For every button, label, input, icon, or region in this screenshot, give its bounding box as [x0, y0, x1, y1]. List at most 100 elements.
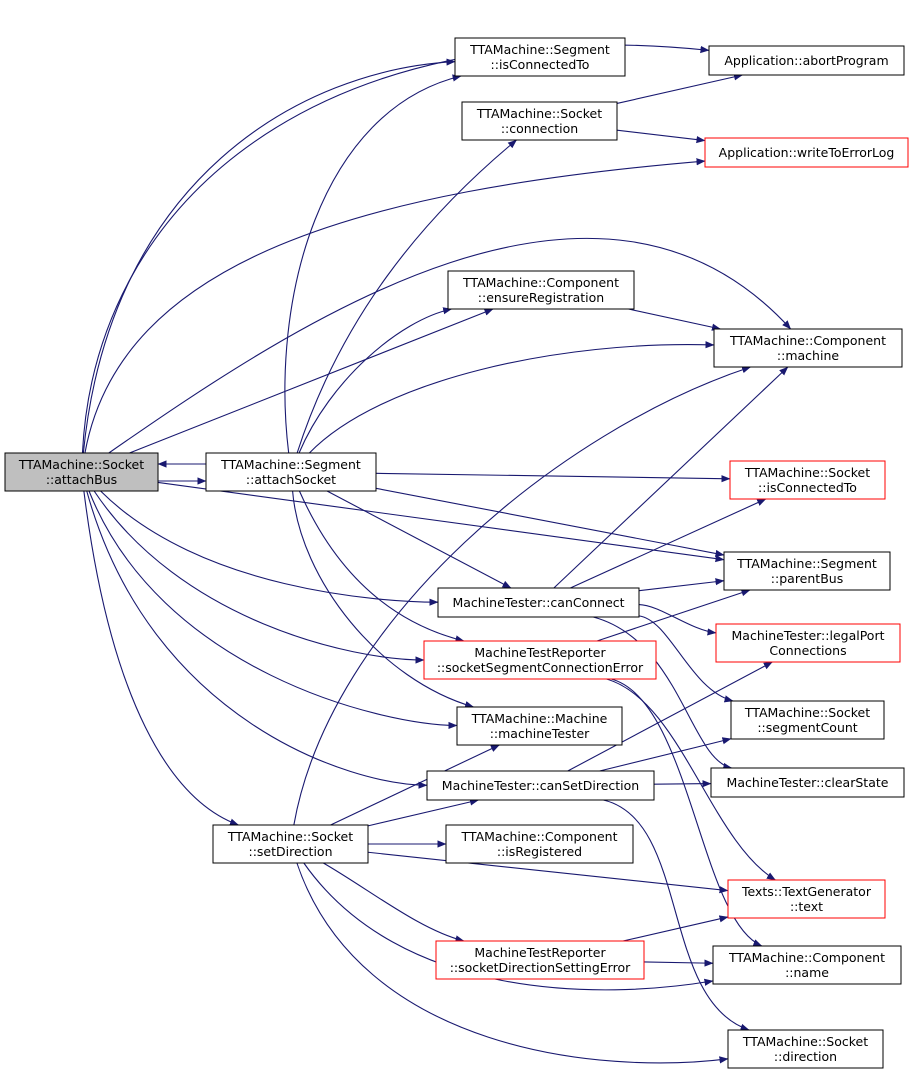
node-label-line: TTAMachine::Socket: [227, 829, 353, 844]
edge-setDirection-to-machineTester: [330, 744, 500, 826]
node-canSetDirection[interactable]: MachineTester::canSetDirection: [426, 770, 655, 801]
node-label-line: ::direction: [774, 1049, 837, 1064]
edge-arrow: [303, 862, 714, 991]
node-label-line: ::text: [790, 899, 823, 914]
edge-setDirection-to-textGen: [367, 851, 729, 894]
edge-arrow: [616, 73, 743, 104]
edge-canConnect-to-machine: [553, 366, 789, 589]
node-writeToErrorLog[interactable]: Application::writeToErrorLog: [704, 137, 909, 168]
edge-arrow: [296, 862, 729, 1064]
node-label-line: ::socketDirectionSettingError: [450, 960, 631, 975]
node-box: [712, 945, 902, 985]
edge-attachBus-to-segConnError: [93, 490, 425, 664]
node-segIsConnectedTo[interactable]: TTAMachine::Segment::isConnectedTo: [454, 37, 626, 77]
node-label-line: MachineTester::clearState: [727, 775, 889, 790]
node-label-line: TTAMachine::Socket: [18, 457, 144, 472]
edge-setDirection-to-machine: [293, 366, 751, 826]
node-label-line: MachineTester::legalPort: [732, 628, 885, 643]
node-machineTester[interactable]: TTAMachine::Machine::machineTester: [456, 706, 623, 746]
edge-arrow: [108, 237, 792, 454]
edge-arrow: [367, 798, 479, 827]
edge-arrow: [638, 604, 717, 636]
node-box: [435, 940, 645, 980]
edge-attachSocket-to-machineTester: [292, 490, 475, 709]
edge-arrow: [330, 744, 500, 826]
edge-arrow: [298, 307, 453, 454]
node-segConnError[interactable]: MachineTestReporter::socketSegmentConnec…: [423, 640, 657, 680]
edge-arrow: [100, 490, 439, 606]
edge-arrow: [570, 498, 767, 589]
node-abortProgram[interactable]: Application::abortProgram: [708, 45, 905, 76]
edge-arrow: [606, 678, 776, 881]
edge-attachBus-to-machine: [108, 237, 792, 454]
node-box: [456, 706, 623, 746]
edge-arrow: [284, 74, 462, 454]
node-dirSettingError[interactable]: MachineTestReporter::socketDirectionSett…: [435, 940, 645, 980]
node-connection[interactable]: TTAMachine::Socket::connection: [461, 101, 618, 141]
node-direction[interactable]: TTAMachine::Socket::direction: [727, 1029, 884, 1069]
edge-arrow: [638, 615, 734, 703]
node-box: [426, 770, 655, 801]
node-ensureRegistration[interactable]: TTAMachine::Component::ensureRegistratio…: [447, 270, 635, 310]
edge-arrow: [603, 799, 750, 1031]
edge-arrow: [293, 366, 751, 826]
node-sockIsConnectedTo[interactable]: TTAMachine::Socket::isConnectedTo: [729, 460, 886, 500]
edge-canSetDirection-to-legalPort: [567, 661, 773, 772]
node-box: [454, 37, 626, 77]
edge-canConnect-to-legalPort: [638, 604, 717, 636]
edge-attachSocket-to-machine: [308, 341, 715, 454]
node-segmentCount[interactable]: TTAMachine::Socket::segmentCount: [730, 700, 885, 740]
node-label-line: ::parentBus: [771, 571, 843, 586]
node-label-line: Application::writeToErrorLog: [719, 145, 895, 160]
node-box: [704, 137, 909, 168]
edge-arrow: [93, 490, 425, 664]
node-label-line: TTAMachine::Segment: [736, 556, 877, 571]
node-label-line: ::attachBus: [46, 472, 117, 487]
node-label-line: ::isConnectedTo: [491, 57, 590, 72]
node-setDirection[interactable]: TTAMachine::Socket::setDirection: [212, 824, 369, 864]
edge-arrow: [323, 862, 465, 943]
edge-arrow: [643, 959, 714, 967]
edge-attachBus-to-segIsConnectedTo: [82, 58, 456, 454]
edge-canSetDirection-to-clearState: [653, 780, 712, 788]
edge-arrow: [326, 490, 512, 589]
edge-arrow: [616, 129, 706, 144]
node-canConnect[interactable]: MachineTester::canConnect: [437, 587, 640, 618]
node-box: [723, 551, 891, 591]
node-box: [447, 270, 635, 310]
node-textGen[interactable]: Texts::TextGenerator::text: [727, 879, 886, 919]
edge-arrow: [375, 472, 731, 483]
edge-arrow: [593, 616, 733, 770]
edge-ensureRegistration-to-machine: [628, 308, 721, 331]
node-label-line: MachineTester::canSetDirection: [442, 778, 639, 793]
node-attachBus[interactable]: TTAMachine::Socket::attachBus: [4, 452, 159, 492]
edge-connection-to-abortProgram: [616, 73, 743, 104]
node-box: [727, 879, 886, 919]
node-compName[interactable]: TTAMachine::Component::name: [712, 945, 902, 985]
edge-attachSocket-to-parentBus: [375, 487, 725, 558]
node-isRegistered[interactable]: TTAMachine::Component::isRegistered: [445, 824, 634, 864]
edge-canConnect-to-parentBus: [638, 578, 725, 592]
node-box: [423, 640, 657, 680]
node-label-line: TTAMachine::Component: [461, 829, 618, 844]
edge-connection-to-writeToErrorLog: [616, 129, 706, 144]
node-label-line: ::name: [785, 965, 829, 980]
node-label-line: ::machine: [777, 348, 839, 363]
edge-canConnect-to-clearState: [593, 616, 733, 770]
edge-arrow: [129, 308, 494, 454]
node-machine[interactable]: TTAMachine::Component::machine: [713, 328, 903, 368]
node-attachSocket[interactable]: TTAMachine::Segment::attachSocket: [205, 452, 377, 492]
node-label-line: TTAMachine::Segment: [220, 457, 361, 472]
node-label-line: Application::abortProgram: [724, 53, 888, 68]
edge-canSetDirection-to-segmentCount: [599, 737, 732, 772]
node-label-line: ::segmentCount: [757, 720, 857, 735]
node-clearState[interactable]: MachineTester::clearState: [710, 767, 905, 798]
edge-arrow: [86, 490, 428, 789]
edge-arrow: [553, 366, 789, 589]
node-parentBus[interactable]: TTAMachine::Segment::parentBus: [723, 551, 891, 591]
node-label-line: TTAMachine::Component: [728, 950, 885, 965]
node-box: [708, 45, 905, 76]
edge-attachBus-to-canSetDirection: [86, 490, 428, 789]
